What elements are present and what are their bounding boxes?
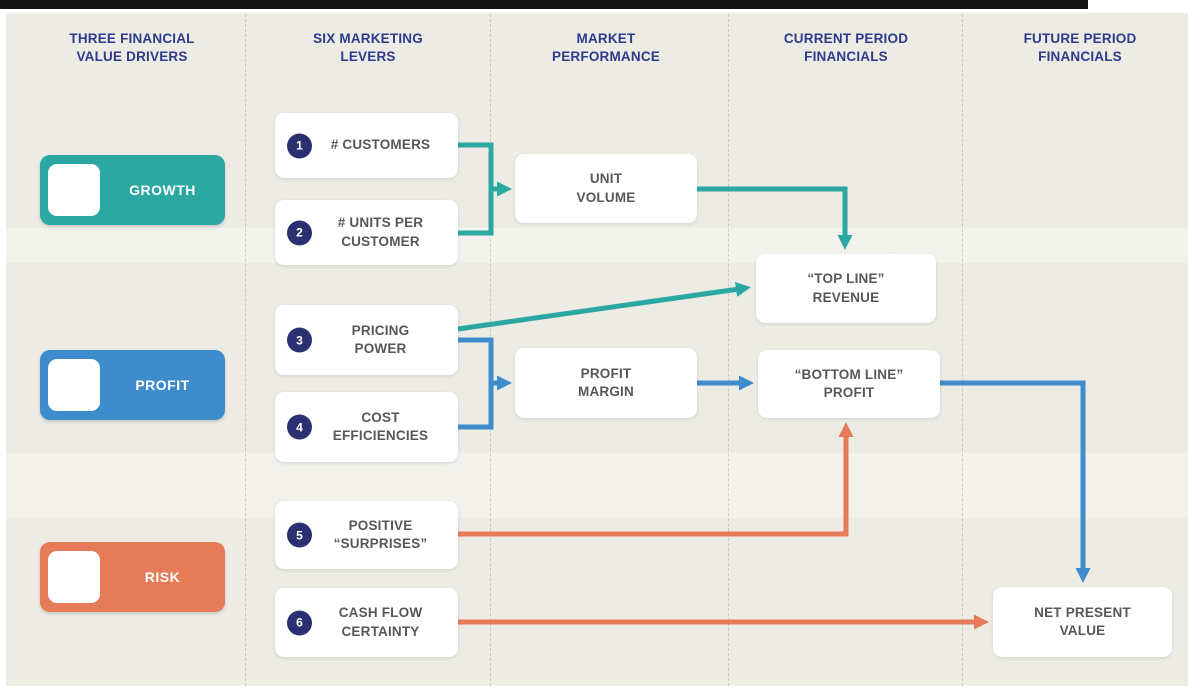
lever-box-cash-flow-certainty: 6 CASH FLOW CERTAINTY bbox=[275, 588, 458, 657]
driver-label: GROWTH bbox=[129, 182, 196, 198]
top-bar bbox=[0, 0, 1088, 9]
lever-box-customers: 1 # CUSTOMERS bbox=[275, 113, 458, 178]
white-square-icon bbox=[48, 551, 100, 603]
column-divider bbox=[962, 14, 963, 686]
column-header-market-performance: MARKET PERFORMANCE bbox=[552, 31, 660, 64]
lever-label: CASH FLOW CERTAINTY bbox=[338, 605, 423, 639]
column-divider bbox=[245, 14, 246, 686]
driver-box-risk: RISK bbox=[40, 542, 225, 612]
lever-box-units-per-customer: 2 # UNITS PER CUSTOMER bbox=[275, 200, 458, 265]
column-header-value-drivers: THREE FINANCIAL VALUE DRIVERS bbox=[69, 31, 195, 64]
node-label: NET PRESENT VALUE bbox=[1034, 604, 1131, 638]
white-square-icon bbox=[48, 164, 100, 216]
node-top-line-revenue: “TOP LINE” REVENUE bbox=[756, 254, 936, 323]
lever-box-cost-efficiencies: 4 COST EFFICIENCIES bbox=[275, 392, 458, 462]
lever-box-pricing-power: 3 PRICING POWER bbox=[275, 305, 458, 375]
lever-label: POSITIVE “SURPRISES” bbox=[333, 517, 428, 551]
node-profit-margin: PROFIT MARGIN bbox=[515, 348, 697, 418]
driver-box-growth: GROWTH bbox=[40, 155, 225, 225]
node-label: “BOTTOM LINE” PROFIT bbox=[794, 366, 904, 400]
node-bottom-line-profit: “BOTTOM LINE” PROFIT bbox=[758, 350, 940, 418]
node-label: UNIT VOLUME bbox=[576, 171, 636, 205]
column-header-future-period: FUTURE PERIOD FINANCIALS bbox=[1023, 31, 1137, 64]
white-square-icon bbox=[48, 359, 100, 411]
driver-label: PROFIT bbox=[135, 377, 190, 393]
column-header-current-period: CURRENT PERIOD FINANCIALS bbox=[783, 31, 909, 64]
column-divider bbox=[728, 14, 729, 686]
number-badge: 1 bbox=[287, 133, 312, 158]
lever-label: PRICING POWER bbox=[351, 322, 410, 356]
number-badge: 2 bbox=[287, 220, 312, 245]
column-divider bbox=[490, 14, 491, 686]
lever-label: COST EFFICIENCIES bbox=[332, 409, 429, 443]
number-badge: 3 bbox=[287, 327, 312, 353]
lever-label: # UNITS PER CUSTOMER bbox=[337, 215, 424, 249]
number-badge: 6 bbox=[287, 610, 312, 635]
node-label: “TOP LINE” REVENUE bbox=[807, 271, 885, 305]
lever-label: # CUSTOMERS bbox=[330, 137, 431, 153]
driver-box-profit: PROFIT bbox=[40, 350, 225, 420]
number-badge: 4 bbox=[287, 414, 312, 440]
node-label: PROFIT MARGIN bbox=[578, 365, 634, 399]
node-net-present-value: NET PRESENT VALUE bbox=[993, 587, 1172, 657]
number-badge: 5 bbox=[287, 522, 312, 548]
lever-box-positive-surprises: 5 POSITIVE “SURPRISES” bbox=[275, 501, 458, 569]
column-header-marketing-levers: SIX MARKETING LEVERS bbox=[313, 31, 423, 64]
node-unit-volume: UNIT VOLUME bbox=[515, 154, 697, 223]
driver-label: RISK bbox=[144, 569, 181, 585]
